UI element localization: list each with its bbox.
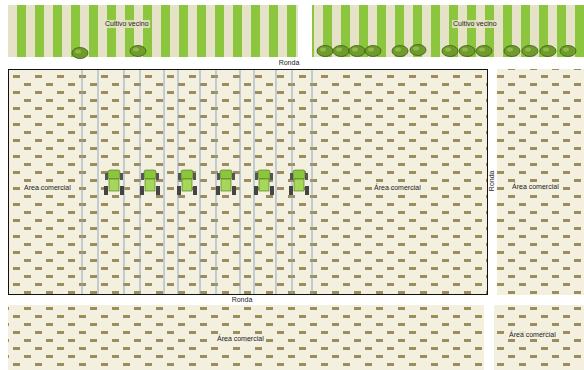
- road-label: Ronda: [488, 170, 496, 193]
- field-area: Área comercial: [494, 305, 584, 370]
- field-area: Área comercial: [497, 69, 584, 295]
- road-label: Ronda: [278, 59, 301, 67]
- area-label: Área comercial: [216, 335, 265, 343]
- area-label: Área comercial: [508, 331, 557, 339]
- area-label: Area comercial: [23, 184, 72, 192]
- crop-band: Cultivo vecino: [8, 5, 298, 57]
- area-label: Área comercial: [373, 184, 422, 192]
- field-area: Área comercial: [8, 305, 484, 370]
- area-label: Cultivo vecino: [452, 20, 498, 28]
- crop-band: Cultivo vecino: [312, 5, 584, 57]
- field-area: Area comercial Área comercial: [8, 69, 488, 295]
- road-label: Ronda: [231, 296, 254, 304]
- area-label: Área comercial: [511, 183, 560, 191]
- area-label: Cultivo vecino: [104, 20, 150, 28]
